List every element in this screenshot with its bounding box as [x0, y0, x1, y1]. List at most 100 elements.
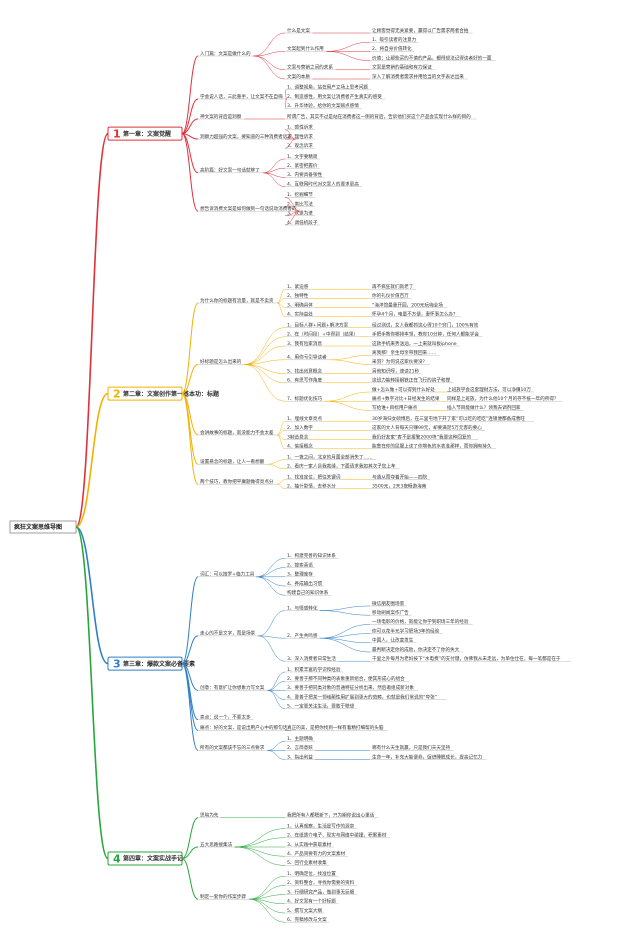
subtopic-node[interactable]: 1、一夜之间，北京的月面全部消失了……: [287, 453, 373, 460]
topic-node[interactable]: 卖点：说一个，不要太多: [200, 713, 251, 720]
subtopic-node[interactable]: 2、将自身价值转化: [372, 45, 412, 52]
subtopic-node[interactable]: 这款手机来势汹汹，一上来就叫板iphone: [372, 340, 457, 347]
subtopic-node[interactable]: 1、找准定位，把往关键词: [287, 473, 341, 480]
subtopic-node[interactable]: 这家的文人背每天只赚99元，却要满足5万元客的要心: [372, 424, 482, 431]
subtopic-node[interactable]: 2、产生共鸣感: [287, 632, 318, 639]
subtopic-node[interactable]: 同样是上班族，为什么他10个月的存不抵一年的所得？: [447, 395, 559, 402]
subtopic-node[interactable]: 1、文字要精简: [287, 153, 318, 160]
subtopic-node[interactable]: 生命一年，补充大能便券，促进睡眠成长，提高记忆力: [372, 753, 483, 760]
topic-node[interactable]: 制定一套你的作案步骤: [200, 893, 246, 900]
subtopic-node[interactable]: 再不疯狂就们就老了: [372, 283, 414, 290]
subtopic-node[interactable]: 2、制造感性，用文案让消费者产生真实的感受: [287, 93, 382, 100]
subtopic-node[interactable]: 能鲁在你的屈服上读了你增色的水表准那样，而你拥有持久: [372, 443, 492, 450]
topic-node[interactable]: 高阶篇：好文案一句话就够了: [200, 167, 260, 174]
subtopic-node[interactable]: 1、认真观察，生活是写作的源泉: [287, 822, 355, 829]
subtopic-node[interactable]: 4、好文案有一个好标题: [287, 898, 336, 905]
subtopic-node[interactable]: 2、搜索英语: [287, 561, 313, 568]
subtopic-node[interactable]: 所谓广告，其实不过是站在消费者这一侧的背后，告诉他们买这个产品会实现什么样的目的: [287, 113, 471, 120]
subtopic-node[interactable]: 3、要善于把同类对象的普通特征分析出来，然后邀组成新对象: [287, 684, 414, 691]
subtopic-node[interactable]: 5、找出创意概念: [287, 367, 322, 374]
topic-node[interactable]: 创意：有意扩让你想象力写文案: [200, 684, 265, 691]
subtopic-node[interactable]: 4、调低机段子: [287, 219, 318, 226]
subtopic-node[interactable]: 2、类比写法: [287, 200, 313, 207]
topic-node[interactable]: 思暗为先: [200, 812, 219, 819]
subtopic-node[interactable]: 1、紧迫感: [287, 283, 309, 290]
topic-node[interactable]: 词汇：可以搜罗+临力工具: [200, 571, 255, 578]
subtopic-node[interactable]: 2、看庆一家人县我裁缝，下面请求我如其次子您上车: [287, 463, 396, 470]
subtopic-node[interactable]: 经过测试，女人我都抓这心得10个窍门，100%有效: [372, 321, 479, 328]
subtopic-node[interactable]: 3、行细研究产品，做到事无巨细: [287, 888, 355, 895]
subtopic-node[interactable]: 我仍好友家“客不是报警2000块”我要这种回复的: [372, 433, 472, 440]
subtopic-node[interactable]: 文案是营销的基础和有力保证: [372, 64, 432, 71]
subtopic-node[interactable]: 上班族学会这套理财方法，可以净赚10万: [447, 386, 531, 393]
subtopic-node[interactable]: 4、要善于把某一领域颠性用扩展到更大的范畴，也就是我们常说的“夸张”: [287, 693, 437, 700]
subtopic-node[interactable]: 文案起到什么作用: [287, 45, 324, 52]
topic-node[interactable]: 洞察力超强的文案，要知道的三种消费者诉求: [200, 133, 292, 140]
subtopic-node[interactable]: 6、有思写作角度: [287, 377, 322, 384]
subtopic-node[interactable]: 痛点+数字对比+日经发生的结果: [372, 395, 440, 402]
subtopic-node[interactable]: 2、在（时间段）+中得到（结果）: [287, 331, 358, 338]
subtopic-node[interactable]: 30岁海归女硕博后，在三里屯地下开了家“可以吃的吃吃”连锁便都备成曹旺: [372, 415, 525, 422]
subtopic-node[interactable]: 文案与营销之间的关系: [287, 64, 333, 71]
subtopic-node[interactable]: 3、内要具备张性: [287, 171, 322, 178]
subtopic-node[interactable]: 哪有什么天生就赢，只是我们天天坚持: [372, 744, 451, 751]
subtopic-node[interactable]: 离我那！亲生母亲带我回来……: [372, 349, 437, 356]
subtopic-node[interactable]: 构建自己的知识体系: [287, 589, 329, 596]
subtopic-node[interactable]: 什么是文案: [287, 27, 310, 34]
subtopic-node[interactable]: 文案的本质: [287, 73, 310, 80]
subtopic-node[interactable]: 2、在纸质介电子、现实与网络中碰撞，积累素材: [287, 832, 387, 839]
subtopic-node[interactable]: 3500元，2天3夜畅游海南: [372, 483, 427, 490]
subtopic-node[interactable]: 1、吸引读者的注意力: [372, 36, 417, 43]
topic-node[interactable]: 痛点：好的文案，是说出用户心中的那句话: [200, 724, 288, 731]
subtopic-node[interactable]: 5、一定要关注生活，要敢于联想: [287, 703, 355, 710]
subtopic-node[interactable]: 5、撰写文案大纲: [287, 907, 322, 914]
subtopic-node[interactable]: 4、产品资要有力的文案素材: [287, 850, 345, 857]
topic-node[interactable]: 走心的不是文字，而是场景: [200, 630, 256, 637]
topic-node[interactable]: 为什么你的标题有流量，就是不卖货: [200, 297, 274, 304]
subtopic-node[interactable]: 2、紧密把握价: [287, 162, 318, 169]
subtopic-node[interactable]: 4、养成输出习惯: [287, 580, 322, 587]
topic-node[interactable]: 五大思路搜集法: [200, 841, 233, 848]
topic-node[interactable]: 好标题是怎么出来的: [200, 358, 242, 365]
subtopic-node[interactable]: 3、整理库存: [287, 571, 313, 578]
subtopic-node[interactable]: 最判断决定你的成败，你决定不了你的失大: [372, 646, 460, 653]
subtopic-node[interactable]: 2、加入数字: [287, 424, 313, 431]
topic-node[interactable]: 会讲故事的标题，就没能力不会太差: [200, 429, 274, 436]
subtopic-node[interactable]: 2、独特性: [287, 292, 309, 299]
subtopic-node[interactable]: “海洋馆最重开园，200元玩嗨全场: [372, 301, 443, 308]
subtopic-node[interactable]: 移动刷闻案作广告: [372, 609, 409, 616]
subtopic-node[interactable]: 你的礼仪价值百万: [372, 292, 409, 299]
subtopic-node[interactable]: 手把手教你哪排本领，教你10分钟，任何人都能学会: [372, 331, 479, 338]
subtopic-node[interactable]: 3、以退为进: [287, 210, 313, 217]
subtopic-node[interactable]: 1、与情感转化: [287, 604, 318, 611]
subtopic-node[interactable]: 3、我有险家消息: [287, 340, 322, 347]
subtopic-node[interactable]: 微信朋友圈场景: [372, 600, 405, 607]
topic-node[interactable]: 两个技巧，教你把平庸题做得亮点分: [200, 478, 274, 485]
subtopic-node[interactable]: 1、明确定位，找准位置: [287, 870, 336, 877]
subtopic-node[interactable]: 2、理性诉求: [287, 133, 313, 140]
topic-node[interactable]: 入门篇：文案是做什么的: [200, 50, 251, 57]
subtopic-node[interactable]: 1、积累丰富的学识和经验: [287, 666, 341, 673]
topic-node[interactable]: 设置悬念的标题，让人一看想翻: [200, 458, 265, 465]
subtopic-node[interactable]: 7、标题优化技巧: [287, 395, 322, 402]
subtopic-node[interactable]: 采羽？为何说这家伙要没？: [372, 358, 427, 365]
subtopic-node[interactable]: 1、调整视角，站在用户立场上思考问题: [287, 84, 368, 91]
root-node[interactable]: [9, 520, 77, 534]
topic-node[interactable]: 所有的文案都该不忘的三点要求: [200, 744, 265, 751]
subtopic-node[interactable]: 1、埋线文章亮点: [287, 415, 322, 422]
subtopic-node[interactable]: 写给谁+目标用户痛点: [372, 404, 418, 411]
subtopic-node[interactable]: 真正的美，是把你找到一样有着精打细帮的头脑: [287, 724, 384, 731]
subtopic-node[interactable]: 另他知识呀，速读21秒: [372, 367, 420, 374]
subtopic-node[interactable]: 深入了解消费者需求并用恰当的文字表达出来: [372, 73, 464, 80]
subtopic-node[interactable]: 2、要善于那不同种类的表象重新组合，便其形成心的组合: [287, 675, 405, 682]
subtopic-node[interactable]: 我把所有人都嗯新下，只为期你说出心里话: [287, 812, 375, 819]
subtopic-node[interactable]: 2、言简意赅: [287, 744, 313, 751]
subtopic-node[interactable]: 5、回行业素材收集: [287, 859, 327, 866]
topic-node[interactable]: 神文案的背后是洞察: [200, 113, 242, 120]
subtopic-node[interactable]: 4、互联网时代对文案人的要求更高: [287, 180, 359, 187]
subtopic-node[interactable]: 与通从而夺着开始——四院: [372, 473, 428, 480]
subtopic-node[interactable]: 2、资料整合，寻找你需要的资料: [287, 879, 355, 886]
subtopic-node[interactable]: 一场电影的价格，就能让你学到职场三年的经验: [372, 618, 469, 625]
subtopic-node[interactable]: 2、抽什影情，去移水分: [287, 483, 336, 490]
subtopic-node[interactable]: 做+怎么做+可以得到什么好处: [372, 386, 435, 393]
